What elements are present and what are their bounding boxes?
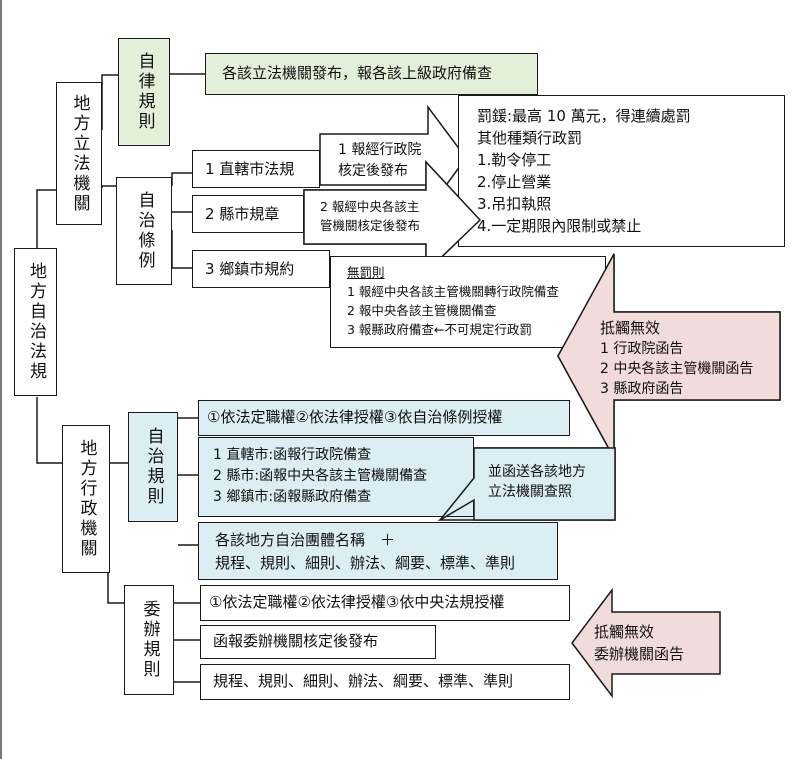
delegated-approval-text: 函報委辦機關核定後發布	[213, 632, 379, 650]
line-ord-township	[171, 230, 192, 269]
node-executive-label: 地方行政機關	[76, 439, 97, 559]
no-penalty-title: 無罰則	[347, 265, 385, 280]
rules-authority: ①依法定職權②依法律授權③依自治條例授權	[198, 400, 570, 436]
node-autonomy-ordinance: 自治條例	[116, 177, 172, 285]
node-autonomy-ordinance-label: 自治條例	[134, 191, 155, 271]
rules-naming: 各該地方自治團體名稱 ＋ 規程、規則、細則、辦法、綱要、標準、準則	[198, 522, 558, 580]
penalty-item: 2.停止營業	[477, 173, 552, 191]
node-delegated-rules-label: 委辦規則	[139, 600, 160, 680]
callout-also-send-shape	[439, 447, 616, 521]
delegated-authority: ①依法定職權②依法律授權③依中央法規授權	[200, 585, 570, 621]
conflict-void-title: 抵觸無效	[600, 319, 661, 337]
penalty-fine: 罰鍰:最高 10 萬元，得連續處罰	[477, 107, 691, 125]
node-executive: 地方行政機關	[62, 425, 110, 573]
page-left-border	[0, 0, 2, 759]
conflict-void-item: 1 行政院函告	[600, 341, 684, 357]
arrow-central-agency-shape	[303, 160, 482, 274]
line-root-executive	[36, 397, 62, 464]
node-autonomy-rules: 自治規則	[128, 412, 178, 522]
penalties-box: 罰鍰:最高 10 萬元，得連續處罰 其他種類行政罰 1.勒令停工 2.停止營業 …	[458, 95, 785, 247]
delegated-void-text: 抵觸無效 委辦機關函告	[594, 623, 685, 663]
rules-filing-item: 3 鄉鎮市:函報縣政府備查	[213, 489, 372, 505]
ordinance-municipal-text: 1 直轄市法規	[205, 160, 295, 178]
node-root: 地方自治法規	[14, 248, 57, 396]
delegated-authority-text: ①依法定職權②依法律授權③依中央法規授權	[209, 593, 505, 611]
ordinance-municipal: 1 直轄市法規	[192, 150, 320, 188]
node-self-discipline: 自律規則	[118, 38, 170, 146]
rules-filing: 1 直轄市:函報行政院備查 2 縣市:函報中央各該主管機關備查 3 鄉鎮市:函報…	[198, 437, 474, 517]
penalty-other-title: 其他種類行政罰	[477, 129, 583, 147]
penalty-item: 1.勒令停工	[477, 151, 552, 169]
rules-filing-item: 1 直轄市:函報行政院備查	[213, 447, 372, 463]
node-legislative: 地方立法機關	[56, 82, 102, 225]
ordinance-township: 3 鄉鎮市規約	[192, 250, 330, 288]
self-discipline-note: 各該立法機關發布，報各該上級政府備查	[205, 53, 538, 95]
ordinance-township-text: 3 鄉鎮市規約	[205, 260, 295, 278]
self-discipline-note-text: 各該立法機關發布，報各該上級政府備查	[222, 64, 493, 82]
ordinance-county: 2 縣市規章	[192, 195, 304, 233]
arrow-central-agency-text: 2 報經中央各該主 管機關核定後發布	[320, 199, 421, 233]
penalty-item: 3.吊扣執照	[477, 195, 552, 213]
rules-authority-text: ①依法定職權②依法律授權③依自治條例授權	[207, 408, 503, 426]
delegated-naming: 規程、規則、細則、辦法、綱要、標準、準則	[200, 664, 570, 700]
ordinance-county-text: 2 縣市規章	[205, 205, 280, 223]
penalty-item: 4.一定期限內限制或禁止	[477, 217, 642, 235]
no-penalty-item: 1 報經中央各該主管機關轉行政院備查	[347, 284, 559, 299]
node-self-discipline-label: 自律規則	[134, 52, 155, 132]
delegated-naming-text: 規程、規則、細則、辦法、綱要、標準、準則	[213, 672, 514, 690]
line-root-legislative	[36, 189, 56, 248]
line-leg-self	[101, 74, 118, 130]
node-autonomy-rules-label: 自治規則	[143, 427, 164, 507]
arrow-delegated-void	[571, 587, 721, 699]
conflict-void-item: 2 中央各該主管機關函告	[600, 361, 754, 377]
node-legislative-label: 地方立法機關	[69, 93, 90, 214]
line-exec-delegated	[107, 568, 124, 604]
arrow-executive-yuan-text: 1 報經行政院 核定後發布	[338, 142, 422, 179]
node-root-label: 地方自治法規	[26, 262, 46, 382]
conflict-void-item: 3 縣政府函告	[600, 381, 684, 397]
line-leg-ordinance	[101, 185, 116, 188]
delegated-approval: 函報委辦機關核定後發布	[200, 625, 436, 659]
rules-naming-text: 各該地方自治團體名稱 ＋ 規程、規則、細則、辦法、綱要、標準、準則	[215, 531, 516, 572]
rules-filing-item: 2 縣市:函報中央各該主管機關備查	[213, 468, 428, 484]
no-penalty-item: 3 報縣政府備查←不可規定行政罰	[347, 322, 532, 337]
line-ord-municipal	[171, 172, 192, 186]
node-delegated-rules: 委辦規則	[124, 585, 174, 695]
no-penalty-box: 無罰則 1 報經中央各該主管機關轉行政院備查 2 報中央各該主管機關備查 3 報…	[330, 256, 606, 348]
no-penalty-item: 2 報中央各該主管機關備查	[347, 303, 497, 318]
callout-also-send-text: 並函送各該地方 立法機關查照	[488, 464, 586, 500]
